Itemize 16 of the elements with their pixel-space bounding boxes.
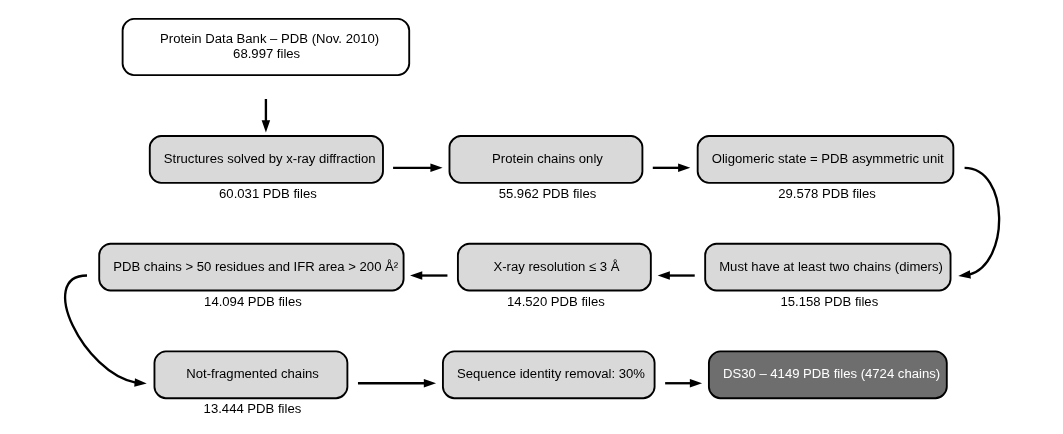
arrow: [657, 271, 695, 280]
node-label: 14.094 PDB files: [203, 293, 302, 309]
node-label: 55.962 PDB files: [498, 185, 596, 201]
node-label: 14.520 PDB files: [506, 293, 605, 309]
node-label: 13.444 PDB files: [203, 401, 301, 417]
arrow: [652, 163, 690, 173]
arrow: [409, 271, 447, 280]
arrow: [63, 274, 147, 387]
arrow: [957, 166, 1000, 279]
arrow: [664, 378, 702, 388]
arrow: [261, 99, 270, 133]
node-label: 60.031 PDB files: [218, 185, 317, 201]
node-label: 15.158 PDB files: [780, 293, 878, 309]
arrow: [357, 378, 436, 388]
node-label: 29.578 PDB files: [777, 185, 876, 201]
arrow: [392, 163, 443, 173]
